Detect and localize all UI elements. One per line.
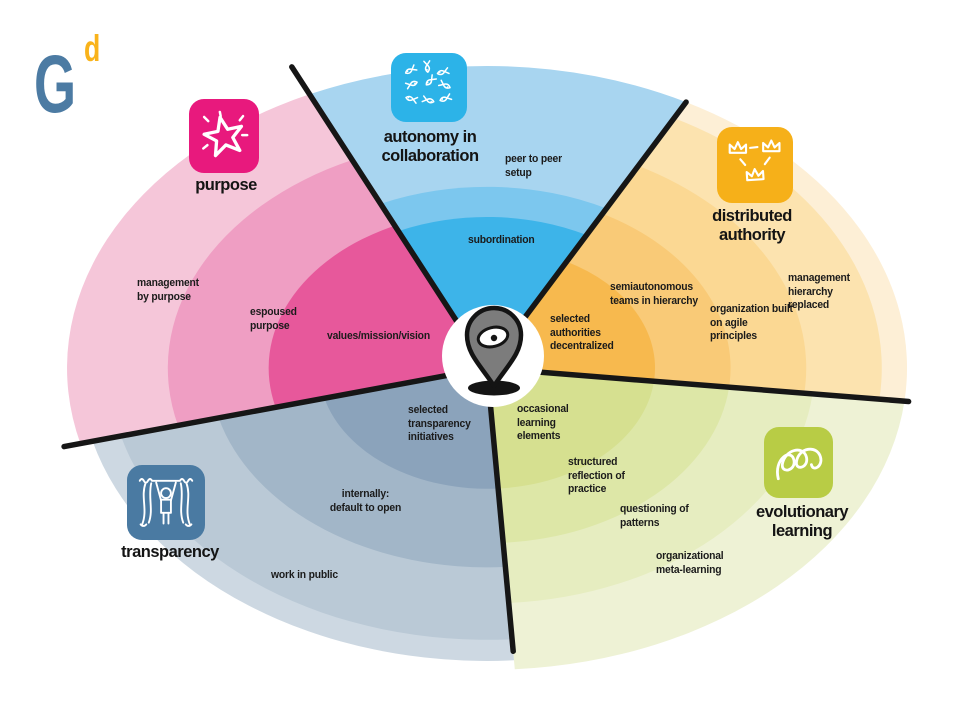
ring-label-selected-authorities-decentralized: selected authorities decentralized <box>550 313 614 353</box>
loops-icon <box>764 427 833 498</box>
ring-label-organization-built-on-agile-principles: organization built on agile principles <box>710 303 793 343</box>
ring-label-selected-transparency-initiatives: selected transparency initiatives <box>408 404 471 444</box>
ring-label-occasional-learning-elements: occasional learning elements <box>517 403 569 443</box>
ring-label-management-hierarchy-replaced: management hierarchy replaced <box>788 272 850 312</box>
ring-label-espoused-purpose: espoused purpose <box>250 306 297 332</box>
ring-label-organizational-meta-learning: organizational meta-learning <box>656 550 724 576</box>
sector-divider-line <box>504 99 689 345</box>
logo-letter-d: d <box>84 28 101 69</box>
sector-divider-line <box>289 64 473 344</box>
sector-title-autonomy-in-collaboration: autonomy in collaboration <box>381 128 479 165</box>
sector-band <box>487 368 654 489</box>
sector-divider-line <box>61 372 450 450</box>
sector-title-purpose: purpose <box>195 176 257 194</box>
sector-title-distributed-authority: distributed authority <box>712 207 792 244</box>
sector-title-transparency: transparency <box>121 543 219 561</box>
sector-title-evolutionary-learning: evolutionary learning <box>755 503 849 540</box>
three-crowns-icon <box>717 127 793 203</box>
ring-label-structured-reflection-of-practice: structured reflection of practice <box>568 456 625 496</box>
ring-label-subordination: subordination <box>468 234 535 246</box>
ring-label-internally-default-to-open: internally: default to open <box>329 488 402 514</box>
logo-letter-g: G <box>34 39 77 130</box>
star-burst-icon <box>189 99 259 173</box>
sector-band <box>324 368 499 489</box>
fish-school-icon <box>391 53 467 122</box>
ring-label-semiautonomous-teams-in-hierarchy: semiautonomous teams in hierarchy <box>610 281 699 307</box>
sector-band <box>398 216 587 368</box>
sector-band <box>268 225 487 408</box>
pin-pupil <box>490 334 498 342</box>
sector-divider-line <box>525 368 912 405</box>
open-curtains-icon <box>127 465 205 540</box>
sector-divider-line <box>487 395 516 655</box>
ring-label-work-in-public: work in public <box>271 569 338 581</box>
ring-label-peer-to-peer-setup: peer to peer setup <box>505 153 562 179</box>
ring-label-management-by-purpose: management by purpose <box>137 277 199 303</box>
ring-label-values-mission-vision: values/mission/vision <box>327 330 430 342</box>
gd-logo: G d <box>34 30 144 150</box>
ring-label-questioning-of-patterns: questioning of patterns <box>620 503 689 529</box>
